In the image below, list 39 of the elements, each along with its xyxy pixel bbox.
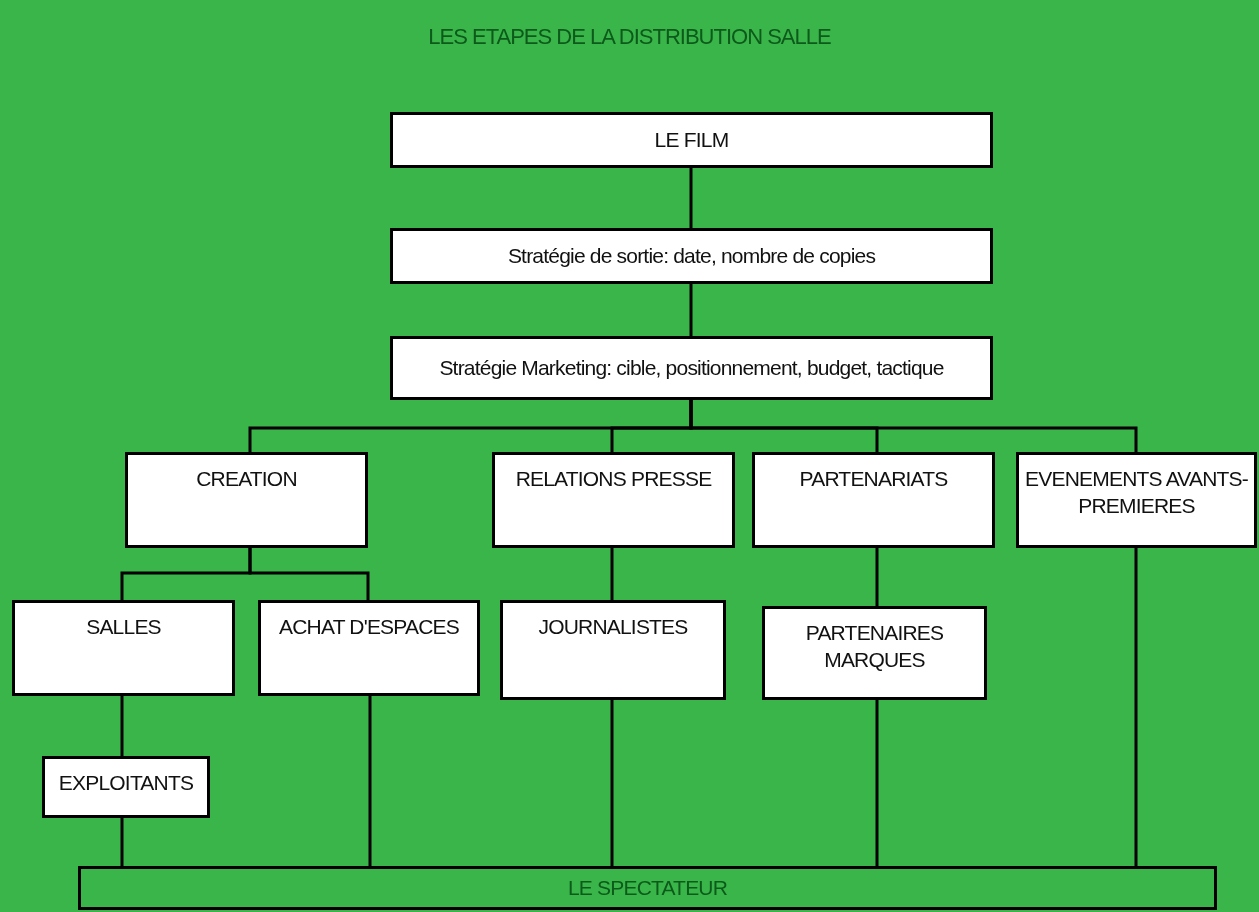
diagram-title: LES ETAPES DE LA DISTRIBUTION SALLE [427,24,832,50]
connector-line [120,818,124,866]
process-box [78,866,1217,910]
connector-line [689,400,1138,452]
process-box [390,112,993,168]
process-box [762,606,987,700]
box-label: JOURNALISTES [537,614,689,640]
box-label: SALLES [85,614,162,640]
connector-line [248,548,370,600]
box-label: EVENEMENTS AVANTS-PREMIERES [1024,466,1249,520]
process-box [42,756,210,818]
connector-line [368,696,372,866]
box-label: PARTENARIATS [798,466,949,492]
box-label: PARTENAIRES MARQUES [804,620,945,674]
connector-line [610,700,614,866]
connector-line [689,168,693,228]
box-label: ACHAT D'ESPACES [278,614,460,640]
box-label: Stratégie de sortie: date, nombre de copies [506,243,877,270]
process-box [752,452,995,548]
box-label: Stratégie Marketing: cible, positionnement, budget, tactique [438,355,945,382]
connector-line [875,700,879,866]
connector-line [689,284,693,336]
box-label: EXPLOITANTS [57,770,195,796]
process-box [492,452,735,548]
connector-line [610,548,614,600]
box-label: RELATIONS PRESSE [514,466,713,492]
process-box [390,336,993,400]
box-label: LE SPECTATEUR [566,875,729,902]
process-box [258,600,480,696]
process-box [500,600,726,700]
process-box [1016,452,1257,548]
connector-line [120,696,124,756]
connector-line [875,548,879,606]
process-box [125,452,368,548]
box-label: CREATION [195,466,298,492]
process-box [12,600,235,696]
process-box [390,228,993,284]
connector-line [1134,548,1138,866]
box-label: LE FILM [653,127,730,154]
